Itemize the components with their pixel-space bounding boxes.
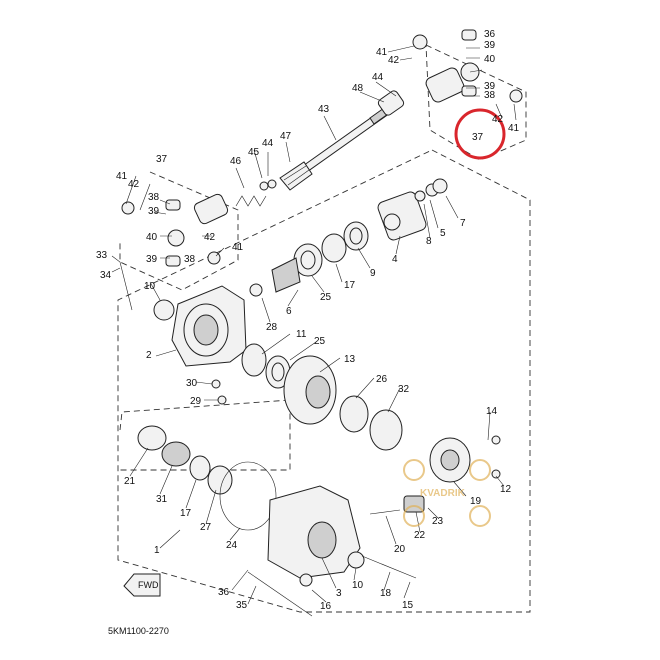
label-38: 38 <box>148 192 160 203</box>
label-39: 39 <box>146 254 158 265</box>
forward-arrow-icon: FWD <box>123 573 161 597</box>
label-26: 26 <box>376 374 388 385</box>
label-25: 25 <box>320 292 332 303</box>
label-10: 10 <box>144 281 156 292</box>
label-38: 38 <box>484 90 496 101</box>
label-4: 4 <box>392 254 398 265</box>
label-42: 42 <box>492 114 504 125</box>
label-37: 37 <box>156 154 168 165</box>
label-32: 32 <box>398 384 410 395</box>
label-22: 22 <box>414 530 426 541</box>
output-flange <box>403 435 501 513</box>
label-12: 12 <box>500 484 512 495</box>
watermark-text: KVADRIK <box>420 488 466 499</box>
fwd-label: FWD <box>138 580 159 590</box>
label-41: 41 <box>116 171 128 182</box>
leader-lines <box>111 45 517 605</box>
label-41: 41 <box>376 47 388 58</box>
label-8: 8 <box>426 236 432 247</box>
case-bolts <box>211 379 227 405</box>
highlight-marker <box>454 108 506 160</box>
shaft-boot <box>279 161 313 191</box>
label-1: 1 <box>154 545 160 556</box>
label-25: 25 <box>314 336 326 347</box>
label-17: 17 <box>180 508 192 519</box>
drive-shaft <box>299 90 405 175</box>
label-48: 48 <box>352 83 364 94</box>
label-45: 45 <box>248 147 260 158</box>
highlight-circle <box>454 108 506 160</box>
label-10: 10 <box>352 580 364 591</box>
label-44: 44 <box>262 138 274 149</box>
label-46: 46 <box>230 156 242 167</box>
label-20: 20 <box>394 544 406 555</box>
label-21: 21 <box>124 476 136 487</box>
label-34: 34 <box>100 270 112 281</box>
pinion-yoke <box>377 178 448 241</box>
label-47: 47 <box>280 131 292 142</box>
label-42: 42 <box>204 232 216 243</box>
label-36: 36 <box>484 29 496 40</box>
label-19: 19 <box>470 496 482 507</box>
callout-labels: 36 39 40 39 38 41 42 44 48 43 42 41 37 4… <box>96 29 520 612</box>
gear-case-upper <box>153 285 247 367</box>
label-17: 17 <box>344 280 356 291</box>
assembly-outlines <box>117 44 531 613</box>
label-11: 11 <box>296 329 307 340</box>
lower-bearing-set <box>137 425 277 531</box>
label-24: 24 <box>226 540 238 551</box>
label-23: 23 <box>432 516 444 527</box>
label-39: 39 <box>484 81 496 92</box>
label-9: 9 <box>370 268 376 279</box>
label-41: 41 <box>508 123 520 134</box>
label-39: 39 <box>484 40 496 51</box>
upper-universal-joint <box>412 29 523 103</box>
label-42: 42 <box>388 55 400 66</box>
label-40: 40 <box>484 54 496 65</box>
drawing-code: 5KM1100-2270 <box>108 626 169 636</box>
label-39: 39 <box>148 206 160 217</box>
label-41: 41 <box>232 242 244 253</box>
label-29: 29 <box>190 396 202 407</box>
label-37-highlighted: 37 <box>472 132 484 143</box>
gear-case-lower <box>267 485 365 587</box>
label-35: 35 <box>236 600 248 611</box>
label-7: 7 <box>460 218 466 229</box>
pinion-gear-set <box>249 221 369 297</box>
pins-and-rods <box>247 509 417 617</box>
label-14: 14 <box>486 406 498 417</box>
label-38: 38 <box>184 254 196 265</box>
label-5: 5 <box>440 228 446 239</box>
label-3: 3 <box>336 588 342 599</box>
spring-coil <box>235 179 277 207</box>
label-6: 6 <box>286 306 292 317</box>
label-30: 30 <box>186 378 198 389</box>
label-28: 28 <box>266 322 278 333</box>
label-16: 16 <box>320 601 332 612</box>
label-13: 13 <box>344 354 356 365</box>
label-40: 40 <box>146 232 158 243</box>
label-18: 18 <box>380 588 392 599</box>
ring-gear-assembly <box>241 343 403 451</box>
label-27: 27 <box>200 522 212 533</box>
left-universal-joint <box>121 193 229 267</box>
label-15: 15 <box>402 600 414 611</box>
label-43: 43 <box>318 104 330 115</box>
label-33: 33 <box>96 250 108 261</box>
label-31: 31 <box>156 494 168 505</box>
watermark-logo: KVADRIK <box>403 459 491 527</box>
label-2: 2 <box>146 350 152 361</box>
label-44: 44 <box>372 72 384 83</box>
label-36: 36 <box>218 587 230 598</box>
label-42: 42 <box>128 179 140 190</box>
